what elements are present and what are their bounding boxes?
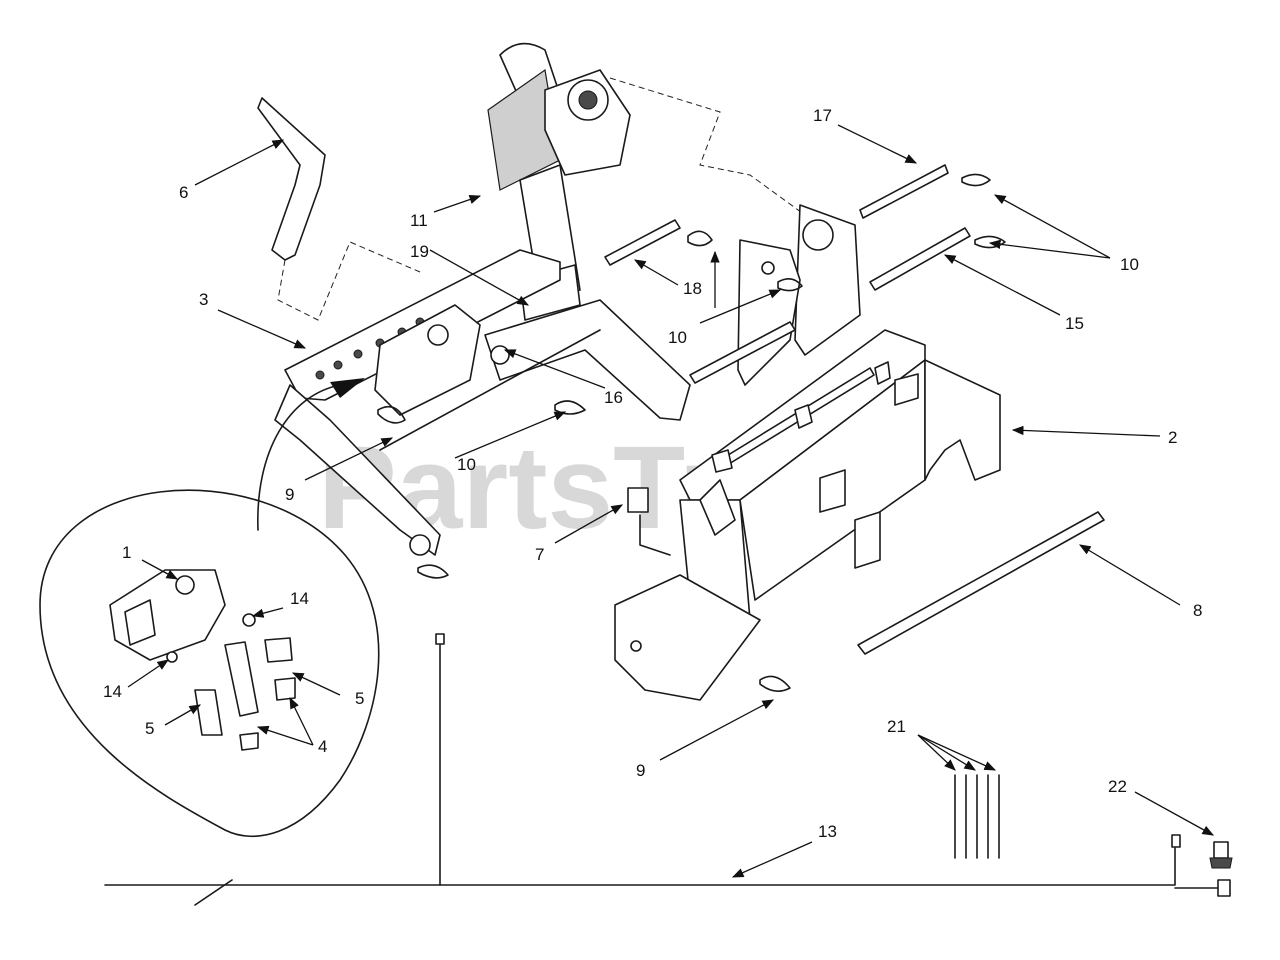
pins-rods — [604, 164, 1105, 655]
callout-10b: 10 — [668, 328, 687, 347]
callout-14b: 14 — [103, 682, 122, 701]
switch-part — [1209, 841, 1233, 869]
cable-ties-part — [954, 774, 1000, 859]
callout-15: 15 — [1065, 314, 1084, 333]
callout-5a: 5 — [355, 689, 364, 708]
callout-13: 13 — [818, 822, 837, 841]
callout-6: 6 — [179, 183, 188, 202]
callout-7: 7 — [535, 545, 544, 564]
callout-10a: 10 — [1120, 255, 1139, 274]
callout-1: 1 — [122, 543, 131, 562]
rod-8 — [857, 511, 1105, 655]
callout-19: 19 — [410, 242, 429, 261]
callout-18: 18 — [683, 279, 702, 298]
frame-part — [274, 249, 691, 556]
pin-18 — [604, 219, 681, 266]
callout-8: 8 — [1193, 601, 1202, 620]
callout-11: 11 — [410, 211, 428, 230]
callout-17: 17 — [813, 106, 832, 125]
rod-15 — [869, 227, 971, 291]
leader-lines — [127, 124, 1215, 878]
bracket-plate-part — [737, 204, 861, 386]
callout-9b: 9 — [636, 761, 645, 780]
callout-4: 4 — [318, 737, 327, 756]
callout-3: 3 — [199, 290, 208, 309]
pin-17 — [859, 164, 949, 219]
callout-labels: 1 2 3 4 5 5 6 7 8 9 9 10 10 10 11 13 14 … — [103, 106, 1202, 841]
grommet-7 — [627, 487, 649, 513]
wire-harness-part — [104, 633, 1231, 906]
callout-21: 21 — [887, 717, 906, 736]
callout-10c: 10 — [457, 455, 476, 474]
callout-14a: 14 — [290, 589, 309, 608]
callout-9a: 9 — [285, 485, 294, 504]
callout-5b: 5 — [145, 719, 154, 738]
callout-2: 2 — [1168, 428, 1177, 447]
handle-part — [257, 97, 421, 321]
callout-22: 22 — [1108, 777, 1127, 796]
callout-16: 16 — [604, 388, 623, 407]
